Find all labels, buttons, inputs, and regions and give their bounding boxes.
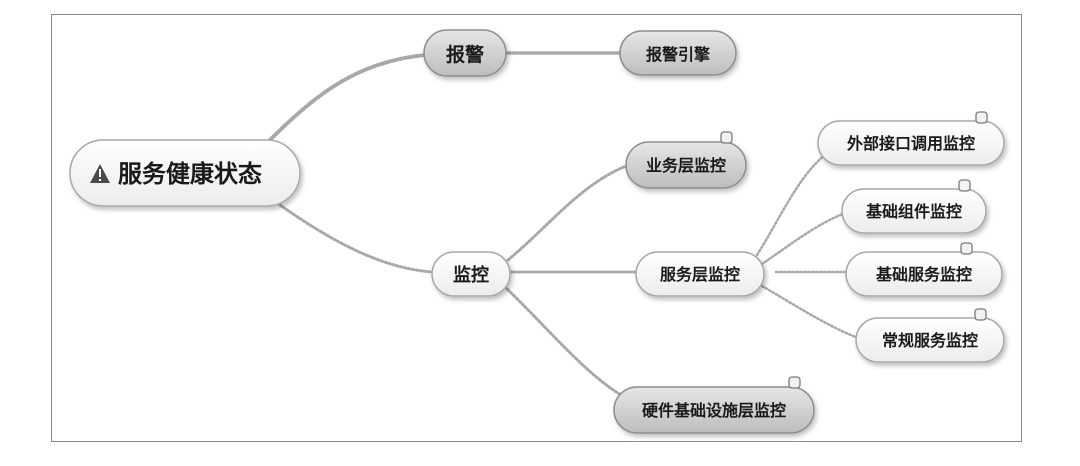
node-monitor[interactable]: 监控 xyxy=(431,251,511,297)
node-base-component[interactable]: 基础组件监控 xyxy=(841,179,987,234)
base-component-label: 基础组件监控 xyxy=(865,202,962,221)
edges xyxy=(268,51,860,402)
collapse-toggle-icon[interactable] xyxy=(960,242,973,255)
edge-root-monitor xyxy=(278,203,434,274)
alarm-engine-label: 报警引擎 xyxy=(646,45,711,64)
node-hardware-layer[interactable]: 硬件基础设施层监控 xyxy=(613,376,815,434)
external-api-label: 外部接口调用监控 xyxy=(846,134,975,153)
node-alarm-engine[interactable]: 报警引擎 xyxy=(619,30,737,76)
business-layer-label: 业务层监控 xyxy=(646,156,726,175)
node-service-layer[interactable]: 服务层监控 xyxy=(635,251,765,297)
edge-service-regular xyxy=(760,284,860,340)
edge-root-alarm xyxy=(268,53,427,142)
node-alarm[interactable]: 报警 xyxy=(423,29,507,77)
collapse-toggle-icon[interactable] xyxy=(788,376,801,389)
warning-icon xyxy=(90,164,110,183)
collapse-toggle-icon[interactable] xyxy=(720,131,733,144)
base-service-label: 基础服务监控 xyxy=(875,265,972,284)
node-business-layer[interactable]: 业务层监控 xyxy=(625,131,747,189)
node-regular-service[interactable]: 常规服务监控 xyxy=(855,308,1005,363)
edge-service-external xyxy=(753,148,834,260)
node-external-api[interactable]: 外部接口调用监控 xyxy=(817,111,1005,166)
regular-service-label: 常规服务监控 xyxy=(882,331,978,350)
collapse-toggle-icon[interactable] xyxy=(958,179,971,192)
alarm-label: 报警 xyxy=(446,43,484,66)
collapse-toggle-icon[interactable] xyxy=(975,111,988,124)
collapse-toggle-icon[interactable] xyxy=(974,308,987,321)
edge-monitor-business xyxy=(506,164,628,262)
service-layer-label: 服务层监控 xyxy=(660,265,740,284)
root-label: 服务健康状态 xyxy=(118,160,262,188)
hardware-layer-label: 硬件基础设施层监控 xyxy=(642,401,786,420)
node-root[interactable]: 服务健康状态 xyxy=(69,139,301,207)
edge-service-component xyxy=(760,211,847,266)
node-base-service[interactable]: 基础服务监控 xyxy=(845,242,1003,297)
edge-monitor-hardware xyxy=(503,285,632,402)
monitor-label: 监控 xyxy=(453,264,489,286)
